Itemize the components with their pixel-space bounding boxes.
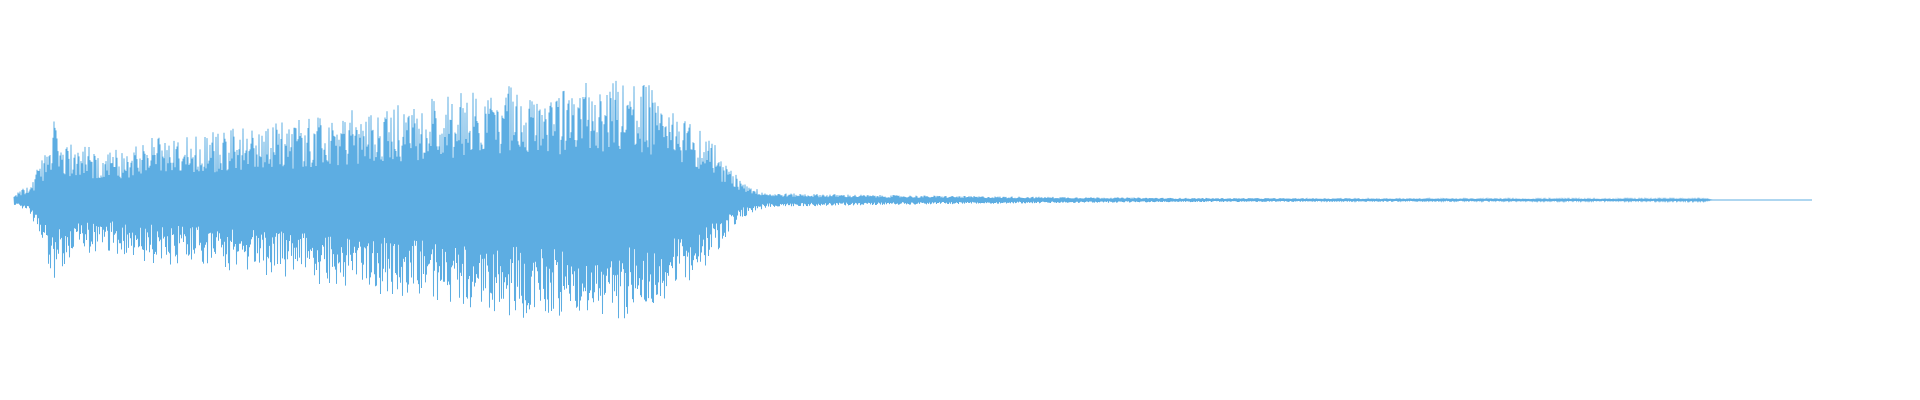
waveform-trace bbox=[13, 80, 1812, 319]
